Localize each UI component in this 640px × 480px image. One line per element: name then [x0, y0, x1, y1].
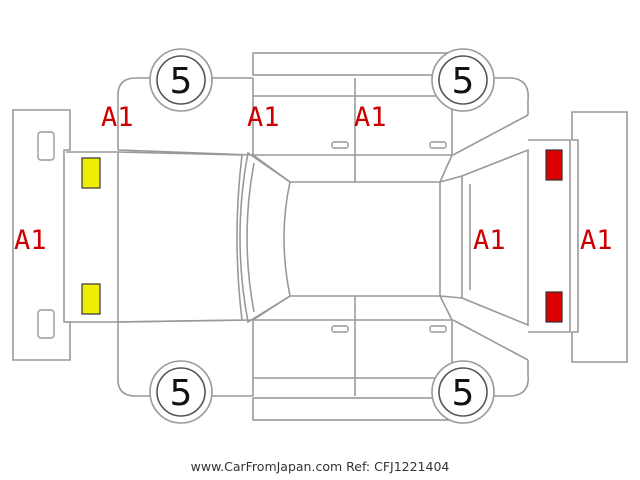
wheel-front-right: 5 [149, 360, 213, 424]
wheel-rear-right-rating: 5 [452, 373, 475, 414]
wheel-front-left: 5 [149, 48, 213, 112]
wheel-rear-right: 5 [431, 360, 495, 424]
roof [252, 154, 453, 321]
damage-code-rear-bumper: A1 [580, 225, 613, 256]
wheel-front-right-rating: 5 [170, 373, 193, 414]
front-bumper [12, 109, 71, 361]
wheel-rear-left-rating: 5 [452, 61, 475, 102]
roof-strip-bottom [252, 397, 453, 421]
front-lamp-bottom [81, 283, 101, 315]
damage-code-front-bumper: A1 [14, 225, 47, 256]
windshield [239, 151, 291, 324]
footer-site: www.CarFromJapan.com [190, 459, 343, 474]
footer-ref: Ref: CFJ1221404 [346, 459, 450, 474]
roof-strip-top [252, 52, 453, 76]
front-lamp-top [81, 157, 101, 189]
damage-code-front-left-door: A1 [247, 102, 280, 133]
rear-lamp-bottom [545, 291, 563, 323]
damage-code-front-left-fender: A1 [101, 102, 134, 133]
hood [66, 151, 243, 323]
rear-lamp-top [545, 149, 563, 181]
rear-bumper [571, 111, 628, 363]
wheel-front-left-rating: 5 [170, 61, 193, 102]
rear-window [439, 139, 571, 333]
damage-code-rear-left-door: A1 [354, 102, 387, 133]
wheel-rear-left: 5 [431, 48, 495, 112]
footer: www.CarFromJapan.com Ref: CFJ1221404 [0, 459, 640, 474]
damage-code-rear-window: A1 [473, 225, 506, 256]
